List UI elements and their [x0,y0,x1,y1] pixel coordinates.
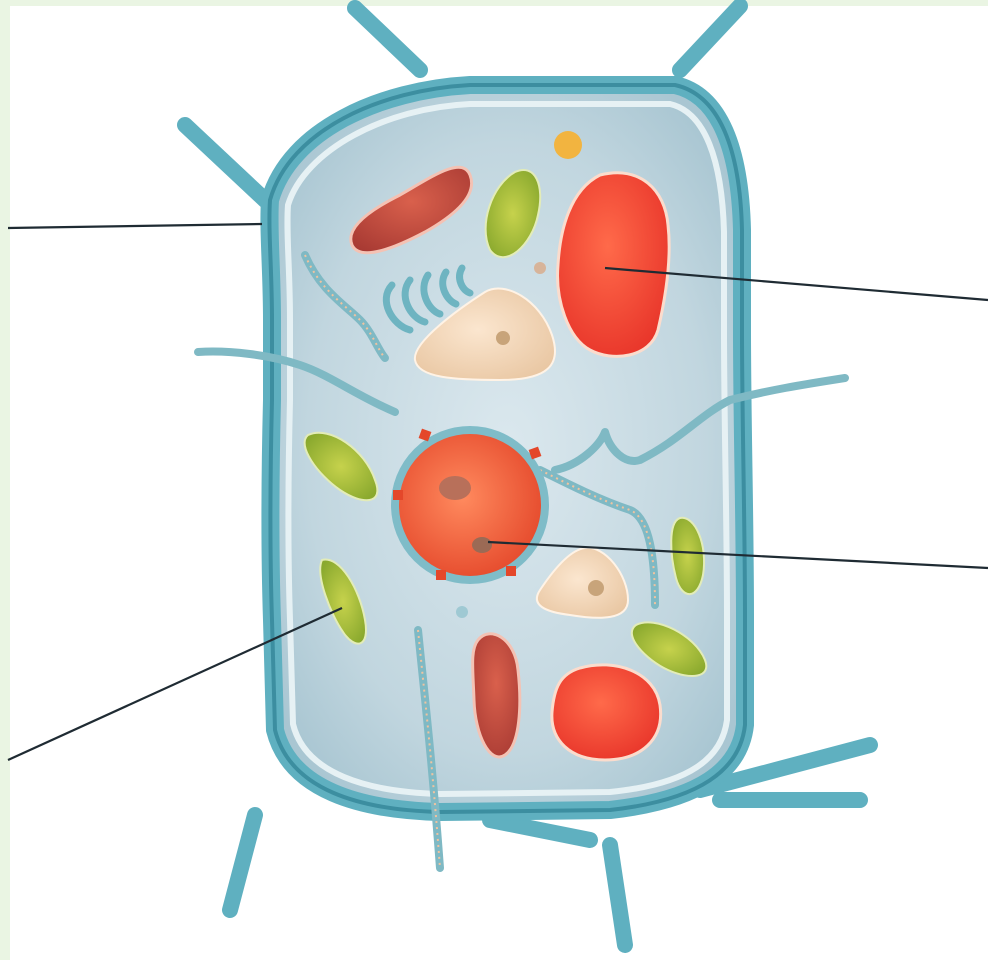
vesicle-dot-lower [588,580,604,596]
cell-wall-pointer [8,224,262,228]
small-vesicle [534,262,546,274]
nucleolus-secondary [439,476,471,500]
tiny-vesicle [456,606,468,618]
vacuole-lower [552,665,661,760]
vacuole [558,173,670,357]
left-frame-strip [0,0,10,960]
granule [554,131,582,159]
vesicle-dot [496,331,510,345]
top-frame-strip [0,0,988,6]
nucleus [395,430,545,580]
nucleolus [472,537,492,553]
